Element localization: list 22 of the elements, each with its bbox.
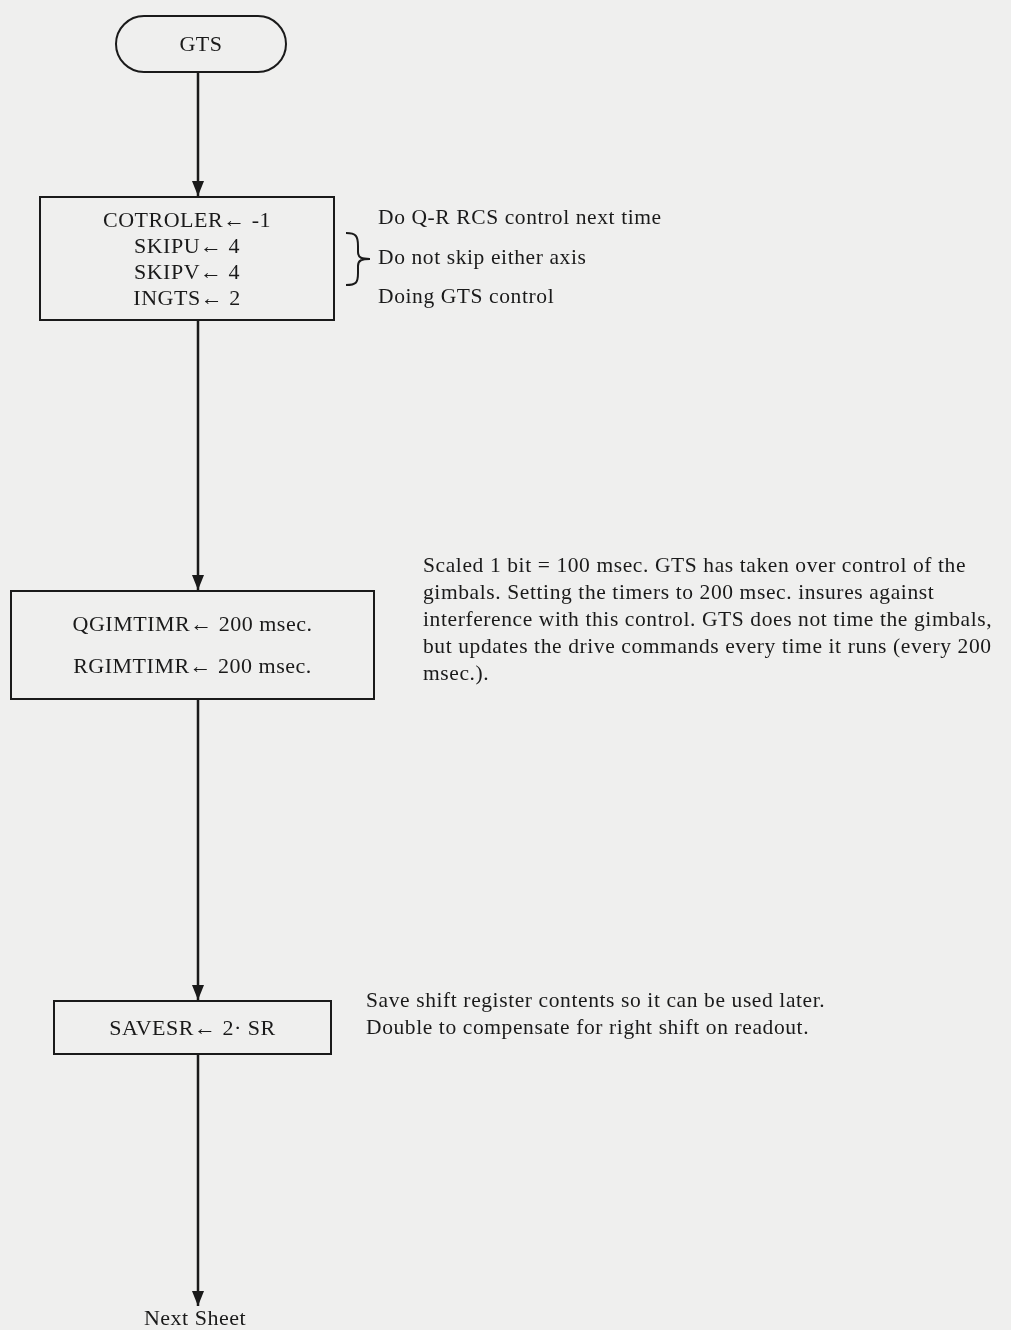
arrow (192, 700, 204, 1000)
annotation-text: Do not skip either axis (378, 244, 588, 271)
statement-text: QGIMTIMR← 200 msec. (72, 611, 313, 637)
terminator-box (115, 15, 287, 73)
statement-text: SKIPU← 4 (133, 232, 241, 259)
process-box (10, 590, 375, 700)
statement-text: RGIMTIMR← 200 msec. (73, 653, 312, 679)
continuation-label: Next Sheet (143, 1305, 247, 1330)
annotation-text: Do Q-R RCS control next time (378, 204, 663, 231)
arrow (192, 73, 204, 196)
annotation-text: Save shift register contents so it can be used later. Double to compensate for right shift on readout. (366, 987, 827, 1041)
arrow (192, 321, 204, 590)
statement-text: INGTS← 2 (133, 284, 241, 311)
process-box (53, 1000, 332, 1055)
annotation-text: Scaled 1 bit = 100 msec. GTS has taken over control of the gimbals. Setting the timers to 200 msec. insures against interference with this control. GTS does not time the gimbals, but updates the drive commands every time it runs (every 200 msec.). (423, 552, 994, 687)
annotation-text: Doing GTS control (378, 283, 556, 310)
statement-text: COTROLER← -1 (103, 206, 271, 233)
statement-text: SKIPV← 4 (133, 258, 241, 285)
process-box (39, 196, 335, 321)
arrow (192, 1055, 204, 1306)
statement-text: GTS (179, 31, 223, 57)
statement-text: SAVESR← 2· SR (109, 1014, 276, 1041)
